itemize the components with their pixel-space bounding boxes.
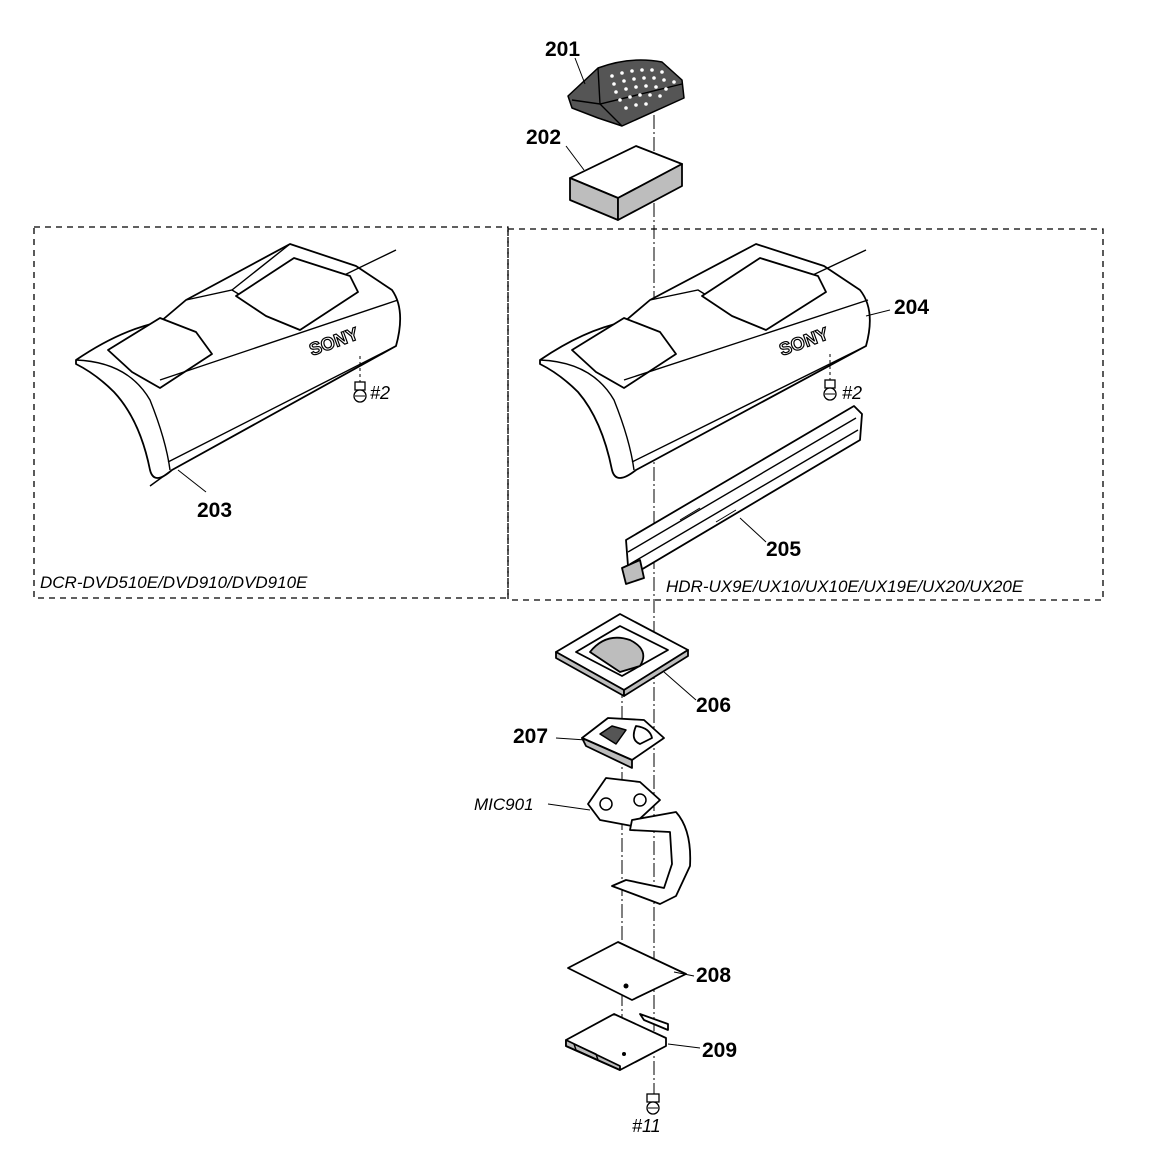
part-206-frame	[555, 613, 689, 697]
label-204: 204	[894, 296, 929, 319]
leader-203	[177, 469, 207, 493]
leader-207	[555, 737, 587, 741]
leader-208	[673, 971, 695, 977]
screw-label-left: #2	[370, 383, 390, 403]
part-207-holder	[581, 717, 665, 769]
label-209: 209	[702, 1039, 737, 1062]
model-label-left: DCR-DVD510E/DVD910/DVD910E	[40, 573, 308, 592]
part-209-bracket	[565, 1013, 669, 1071]
screw-icon-right	[823, 354, 837, 401]
part-201-grille	[567, 59, 685, 127]
model-box-right	[507, 228, 1104, 601]
part-mic901	[587, 777, 692, 905]
part-205-rail	[621, 405, 863, 585]
part-204-housing: SONY	[539, 243, 871, 479]
label-203: 203	[197, 499, 232, 522]
screw-label-right: #2	[842, 383, 862, 403]
label-207: 207	[513, 725, 548, 748]
part-203-housing: SONY	[75, 243, 402, 487]
leader-202	[565, 145, 585, 171]
screw-icon-left	[353, 356, 367, 403]
label-202: 202	[526, 126, 561, 149]
label-205: 205	[766, 538, 801, 561]
screw-label-bottom: #11	[632, 1116, 661, 1136]
label-208: 208	[696, 964, 731, 987]
part-208-sheet	[567, 941, 687, 1001]
model-box-left	[33, 226, 509, 599]
screw-icon-bottom	[646, 1093, 660, 1115]
label-206: 206	[696, 694, 731, 717]
leader-206	[663, 671, 697, 701]
part-202-pad	[569, 145, 683, 221]
leader-204	[865, 309, 891, 317]
leader-205	[739, 517, 767, 543]
label-mic901: MIC901	[474, 795, 534, 814]
label-201: 201	[545, 38, 580, 61]
leader-mic901	[547, 803, 591, 811]
model-label-right: HDR-UX9E/UX10/UX10E/UX19E/UX20/UX20E	[666, 577, 1024, 596]
leader-209	[667, 1043, 701, 1049]
leader-201	[574, 57, 586, 85]
